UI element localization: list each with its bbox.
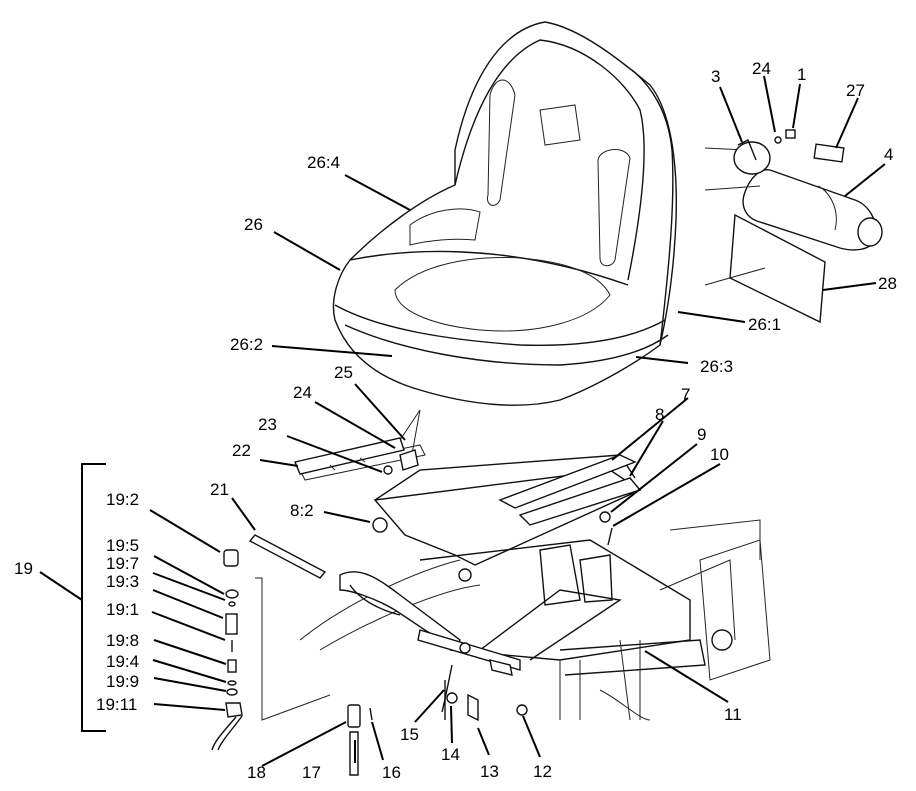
bracket-22 (294, 437, 405, 475)
label-24: 24 (293, 383, 312, 402)
label-23: 23 (258, 415, 277, 434)
switch-parts-19 (211, 549, 331, 751)
label-15: 15 (400, 725, 419, 744)
label-19-8: 19:8 (106, 631, 139, 650)
label-25: 25 (334, 363, 353, 382)
label-19-3: 19:3 (106, 572, 139, 591)
leader-lines (149, 75, 886, 767)
label-12: 12 (533, 762, 552, 781)
label-8-2: 8:2 (290, 501, 314, 520)
label-7: 7 (681, 385, 690, 404)
label-1: 1 (797, 65, 806, 84)
label-22: 22 (232, 441, 251, 460)
group-bracket-19 (81, 463, 106, 732)
adjust-lever (339, 571, 521, 676)
label-26-3: 26:3 (700, 357, 733, 376)
label-11: 11 (724, 705, 742, 724)
seat-plate (299, 409, 642, 582)
label-18: 18 (247, 763, 266, 782)
label-26-2: 26:2 (230, 335, 263, 354)
label-19-4: 19:4 (106, 652, 139, 671)
label-19-9: 19:9 (106, 672, 139, 691)
label-8: 8 (655, 405, 664, 424)
nut-and-pin (599, 511, 613, 546)
label-3: 3 (711, 67, 720, 86)
label-27: 27 (846, 81, 865, 100)
label-14: 14 (441, 745, 460, 764)
label-13: 13 (480, 762, 499, 781)
label-4: 4 (884, 145, 893, 164)
label-19: 19 (14, 559, 33, 578)
label-19-2: 19:2 (106, 490, 139, 509)
rod-21 (248, 534, 327, 579)
label-19-1: 19:1 (106, 600, 139, 619)
frame (299, 519, 771, 721)
label-28: 28 (878, 274, 897, 293)
seat-assembly (332, 21, 677, 406)
label-16: 16 (382, 763, 401, 782)
decal-28 (704, 213, 826, 324)
lower-hardware (347, 664, 528, 776)
label-19-11: 19:11 (96, 695, 137, 714)
label-19-5: 19:5 (106, 536, 139, 555)
leader-19 (39, 571, 83, 601)
callout-labels: 1 3 24 27 4 28 26:4 26 26:2 26:1 26:3 25… (14, 59, 897, 782)
label-26: 26 (244, 215, 263, 234)
label-19-7: 19:7 (106, 554, 139, 573)
label-24-top: 24 (752, 59, 771, 78)
label-26-4: 26:4 (307, 153, 340, 172)
tube-bracket (733, 129, 796, 175)
label-21: 21 (210, 480, 229, 499)
label-9: 9 (697, 425, 706, 444)
decal-27 (813, 143, 845, 163)
label-17: 17 (302, 763, 321, 782)
label-26-1: 26:1 (748, 315, 781, 334)
label-10: 10 (710, 445, 729, 464)
manual-tube (704, 147, 883, 251)
